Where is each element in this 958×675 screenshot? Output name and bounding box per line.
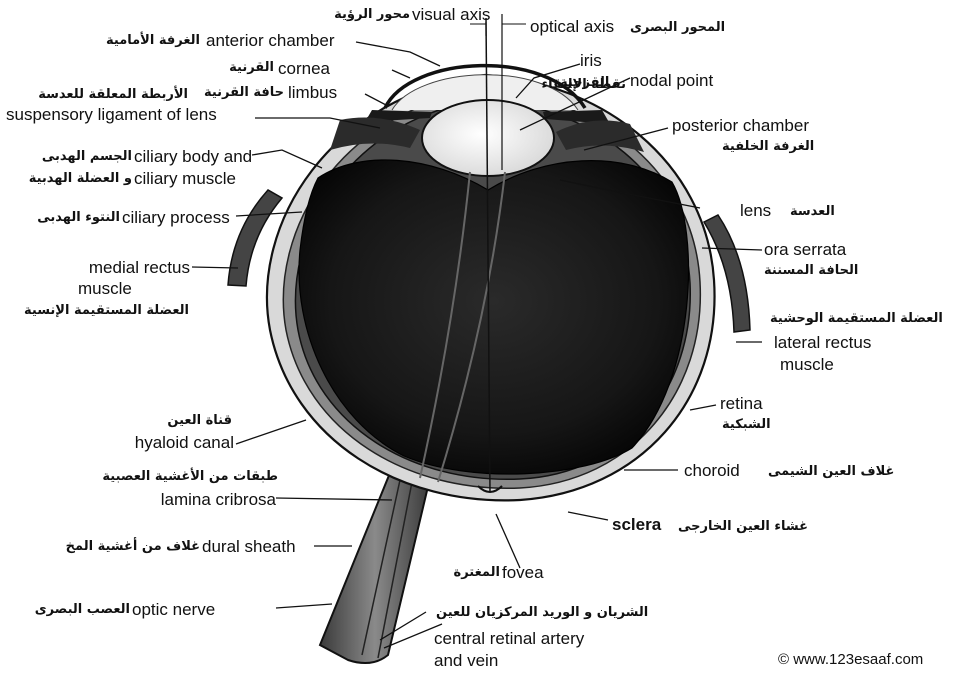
suspensory-ligament-label: suspensory ligament of lens: [6, 106, 217, 123]
sclera-label-ar: غشاء العين الخارجى: [678, 520, 808, 533]
ciliary-process-label: ciliary process: [122, 209, 230, 226]
ciliary-body-label-ar: الجسم الهدبى: [20, 150, 132, 163]
medial-rectus-label-line2: muscle: [78, 280, 132, 297]
anterior-chamber-label: anterior chamber: [206, 32, 335, 49]
medial-rectus-label-ar: العضلة المستقيمة الإنسية: [24, 304, 189, 317]
cornea-label-ar: القرنية: [210, 61, 274, 74]
limbus-label-ar: حافة القرنية: [200, 86, 284, 99]
dural-sheath-label: dural sheath: [202, 538, 296, 555]
anterior-chamber-label-ar: الغرفة الأمامية: [100, 34, 200, 47]
cornea-label: cornea: [278, 60, 330, 77]
retina-label: retina: [720, 395, 763, 412]
lateral-rectus-label: lateral rectus: [774, 334, 871, 351]
ora-serrata-label-ar: الحافة المسننة: [764, 264, 858, 277]
choroid-label-ar: غلاف العين الشيمى: [768, 465, 894, 478]
watermark: © www.123esaaf.com: [778, 652, 923, 667]
lens-label: lens: [740, 202, 771, 219]
lamina-cribrosa-label-ar: طبقات من الأغشية العصبية: [60, 470, 278, 483]
visual-axis-label-ar: محور الرؤية: [330, 8, 410, 21]
hyaloid-canal-label: hyaloid canal: [90, 434, 234, 451]
optical-axis-label-ar: المحور البصرى: [630, 21, 725, 34]
suspensory-ligament-label-ar: الأربطة المعلقة للعدسة: [20, 88, 188, 101]
optical-axis-label: optical axis: [530, 18, 614, 35]
limbus-label: limbus: [288, 84, 337, 101]
nodal-point-label-ar: نقطة الإلتقاء: [534, 78, 626, 91]
iris-label: iris: [580, 52, 602, 69]
optic-nerve-label: optic nerve: [132, 601, 215, 618]
posterior-chamber-label: posterior chamber: [672, 117, 809, 134]
dural-sheath-label-ar: غلاف من أغشية المخ: [20, 540, 200, 553]
lens-shape: [422, 100, 554, 176]
medial-rectus-label: medial rectus: [40, 259, 190, 276]
visual-axis-label: visual axis: [412, 6, 490, 23]
lateral-rectus-label-line2: muscle: [780, 356, 834, 373]
retina-label-ar: الشبكية: [722, 418, 771, 431]
ora-serrata-label: ora serrata: [764, 241, 846, 258]
central-retinal-label-ar: الشريان و الوريد المركزيان للعين: [436, 606, 648, 619]
fovea-label: fovea: [502, 564, 544, 581]
fovea-label-ar: المغترة: [440, 566, 500, 579]
ciliary-muscle-label: ciliary muscle: [134, 170, 236, 187]
ciliary-body-label: ciliary body and: [134, 148, 252, 165]
lamina-cribrosa-label: lamina cribrosa: [110, 491, 276, 508]
lateral-rectus-label-ar: العضلة المستقيمة الوحشية: [770, 312, 943, 325]
posterior-chamber-label-ar: الغرفة الخلفية: [722, 140, 814, 153]
optic-nerve-label-ar: العصب البصرى: [30, 603, 130, 616]
central-retinal-label: central retinal artery: [434, 630, 584, 647]
central-retinal-label-line2: and vein: [434, 652, 498, 669]
choroid-label: choroid: [684, 462, 740, 479]
ciliary-muscle-label-ar: و العضلة الهدبية: [8, 172, 132, 185]
ciliary-process-label-ar: النتوء الهدبى: [20, 211, 120, 224]
optic-nerve-shape: [320, 468, 430, 663]
nodal-point-label: nodal point: [630, 72, 713, 89]
sclera-label: sclera: [612, 516, 661, 533]
lens-label-ar: العدسة: [790, 205, 835, 218]
hyaloid-canal-label-ar: قناة العين: [120, 414, 232, 427]
